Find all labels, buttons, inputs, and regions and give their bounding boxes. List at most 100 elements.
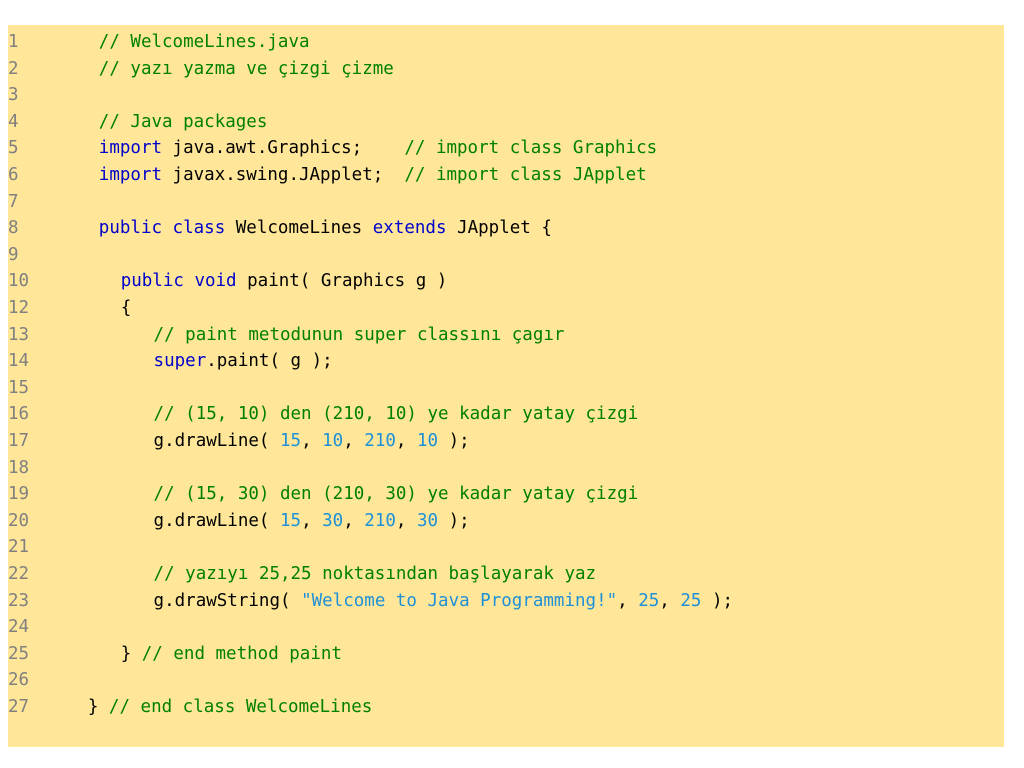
code-text: g.drawString( "Welcome to Java Programmi… bbox=[154, 588, 734, 615]
code-line: 9 bbox=[8, 242, 1004, 269]
code-token-plain: } bbox=[120, 643, 142, 664]
code-token-comment: // end method paint bbox=[141, 643, 342, 664]
code-token-number: 210 bbox=[364, 431, 396, 451]
line-number: 27 bbox=[8, 697, 30, 717]
code-line: 12 { bbox=[8, 295, 1004, 322]
code-token-comment: // (15, 10) den (210, 10) ye kadar yatay… bbox=[153, 404, 639, 425]
code-token-string: "Welcome to Java Programming!" bbox=[301, 590, 618, 611]
code-token-plain: g.drawLine( bbox=[153, 510, 280, 531]
code-token-plain: ); bbox=[438, 431, 470, 451]
line-number: 16 bbox=[8, 404, 30, 425]
line-number: 20 bbox=[8, 510, 30, 531]
code-token-number: 25 bbox=[680, 590, 702, 611]
code-line: 21 bbox=[8, 534, 1004, 561]
code-token-number: 15 bbox=[279, 431, 302, 451]
code-token-number: 15 bbox=[279, 510, 302, 531]
line-number: 24 bbox=[8, 617, 30, 638]
line-number: 7 bbox=[8, 191, 19, 212]
code-token-plain: , bbox=[343, 431, 365, 451]
code-token-number: 210 bbox=[364, 510, 396, 531]
code-line: 20 g.drawLine( 15, 30, 210, 30 ); bbox=[8, 508, 1004, 535]
code-token-number: 30 bbox=[322, 510, 344, 531]
code-token-number: 10 bbox=[416, 431, 439, 451]
line-number: 1 bbox=[8, 32, 19, 52]
code-token-plain: , bbox=[343, 510, 365, 531]
line-number: 6 bbox=[8, 165, 19, 185]
code-line: 24 bbox=[8, 614, 1004, 641]
line-number: 19 bbox=[8, 484, 30, 505]
code-token-plain: java.awt.Graphics; bbox=[162, 138, 405, 159]
line-number: 13 bbox=[8, 324, 30, 345]
code-token-keyword: extends bbox=[372, 218, 447, 239]
line-number: 18 bbox=[8, 457, 30, 478]
code-token-plain: , bbox=[395, 510, 417, 531]
code-text: import java.awt.Graphics; // import clas… bbox=[99, 135, 657, 162]
code-token-comment: // import class Graphics bbox=[404, 138, 658, 159]
code-token-plain: paint( Graphics g ) bbox=[236, 271, 448, 292]
code-token-keyword: import bbox=[98, 138, 163, 159]
line-number: 12 bbox=[8, 298, 30, 318]
code-text: // Java packages bbox=[99, 109, 268, 136]
code-token-comment: // WelcomeLines.java bbox=[98, 32, 310, 52]
line-number: 17 bbox=[8, 431, 30, 451]
line-number: 22 bbox=[8, 564, 30, 584]
code-text: // (15, 10) den (210, 10) ye kadar yatay… bbox=[154, 401, 639, 428]
code-token-plain: , bbox=[659, 590, 681, 611]
code-line: 15 bbox=[8, 375, 1004, 402]
code-line: 25} // end method paint bbox=[8, 641, 1004, 668]
line-number: 25 bbox=[8, 643, 30, 664]
code-token-keyword: import bbox=[98, 165, 163, 185]
code-token-plain: JApplet { bbox=[446, 218, 552, 239]
line-number: 10 bbox=[8, 271, 30, 292]
code-line: 7 bbox=[8, 189, 1004, 216]
code-token-number: 10 bbox=[322, 431, 344, 451]
code-text: // (15, 30) den (210, 30) ye kadar yatay… bbox=[154, 481, 639, 508]
code-text: public class WelcomeLines extends JApple… bbox=[99, 215, 552, 242]
code-text: g.drawLine( 15, 10, 210, 10 ); bbox=[154, 428, 470, 455]
code-token-plain: , bbox=[301, 510, 323, 531]
code-token-comment: // paint metodunun super classını çagır bbox=[153, 324, 565, 345]
code-line: 4 // Java packages bbox=[8, 109, 1004, 136]
code-token-comment: // (15, 30) den (210, 30) ye kadar yatay… bbox=[153, 484, 639, 505]
code-line: 17 g.drawLine( 15, 10, 210, 10 ); bbox=[8, 428, 1004, 455]
line-number: 8 bbox=[8, 218, 19, 239]
code-token-plain: g.drawLine( bbox=[153, 431, 280, 451]
code-line: 10 public void paint( Graphics g ) bbox=[8, 268, 1004, 295]
code-text: { bbox=[121, 295, 132, 322]
code-line: 26 bbox=[8, 667, 1004, 694]
code-line: 8 public class WelcomeLines extends JAppl… bbox=[8, 215, 1004, 242]
code-line: 18 bbox=[8, 455, 1004, 482]
code-line: 27 } // end class WelcomeLines bbox=[8, 694, 1004, 721]
line-number: 21 bbox=[8, 537, 30, 558]
code-token-keyword: public class bbox=[98, 218, 226, 239]
code-text: } // end method paint bbox=[121, 641, 342, 668]
code-token-keyword: super bbox=[153, 351, 207, 372]
code-token-number: 25 bbox=[638, 590, 660, 611]
code-text: public void paint( Graphics g ) bbox=[121, 268, 448, 295]
code-line: 5 import java.awt.Graphics; // import cla… bbox=[8, 135, 1004, 162]
code-line: 16 // (15, 10) den (210, 10) ye kadar yat… bbox=[8, 401, 1004, 428]
line-number: 9 bbox=[8, 244, 19, 265]
code-text: // WelcomeLines.java bbox=[99, 29, 310, 56]
code-text: g.drawLine( 15, 30, 210, 30 ); bbox=[154, 508, 470, 535]
code-text: // yazı yazma ve çizgi çizme bbox=[99, 56, 394, 83]
code-token-comment: // end class WelcomeLines bbox=[108, 697, 373, 717]
code-listing-panel: 1 // WelcomeLines.java 2 // yazı yazma ve ç… bbox=[8, 25, 1004, 747]
code-text: // yazıyı 25,25 noktasından başlayarak y… bbox=[154, 561, 597, 588]
line-number: 14 bbox=[8, 351, 30, 372]
code-text: import javax.swing.JApplet; // import cl… bbox=[99, 162, 647, 189]
code-token-comment: // Java packages bbox=[98, 111, 268, 132]
code-line: 22 // yazıyı 25,25 noktasından başlayarak… bbox=[8, 561, 1004, 588]
code-token-plain: ); bbox=[701, 590, 734, 611]
code-line: 13 // paint metodunun super classını çagı… bbox=[8, 322, 1004, 349]
line-number: 2 bbox=[8, 58, 19, 79]
code-token-plain: , bbox=[395, 431, 417, 451]
line-number: 4 bbox=[8, 111, 19, 132]
code-token-plain: javax.swing.JApplet; bbox=[162, 165, 405, 185]
code-token-keyword: public void bbox=[120, 271, 237, 292]
code-token-plain: WelcomeLines bbox=[225, 218, 373, 239]
code-text: } // end class WelcomeLines bbox=[88, 694, 372, 721]
line-number: 5 bbox=[8, 138, 19, 159]
line-number: 3 bbox=[8, 85, 19, 106]
